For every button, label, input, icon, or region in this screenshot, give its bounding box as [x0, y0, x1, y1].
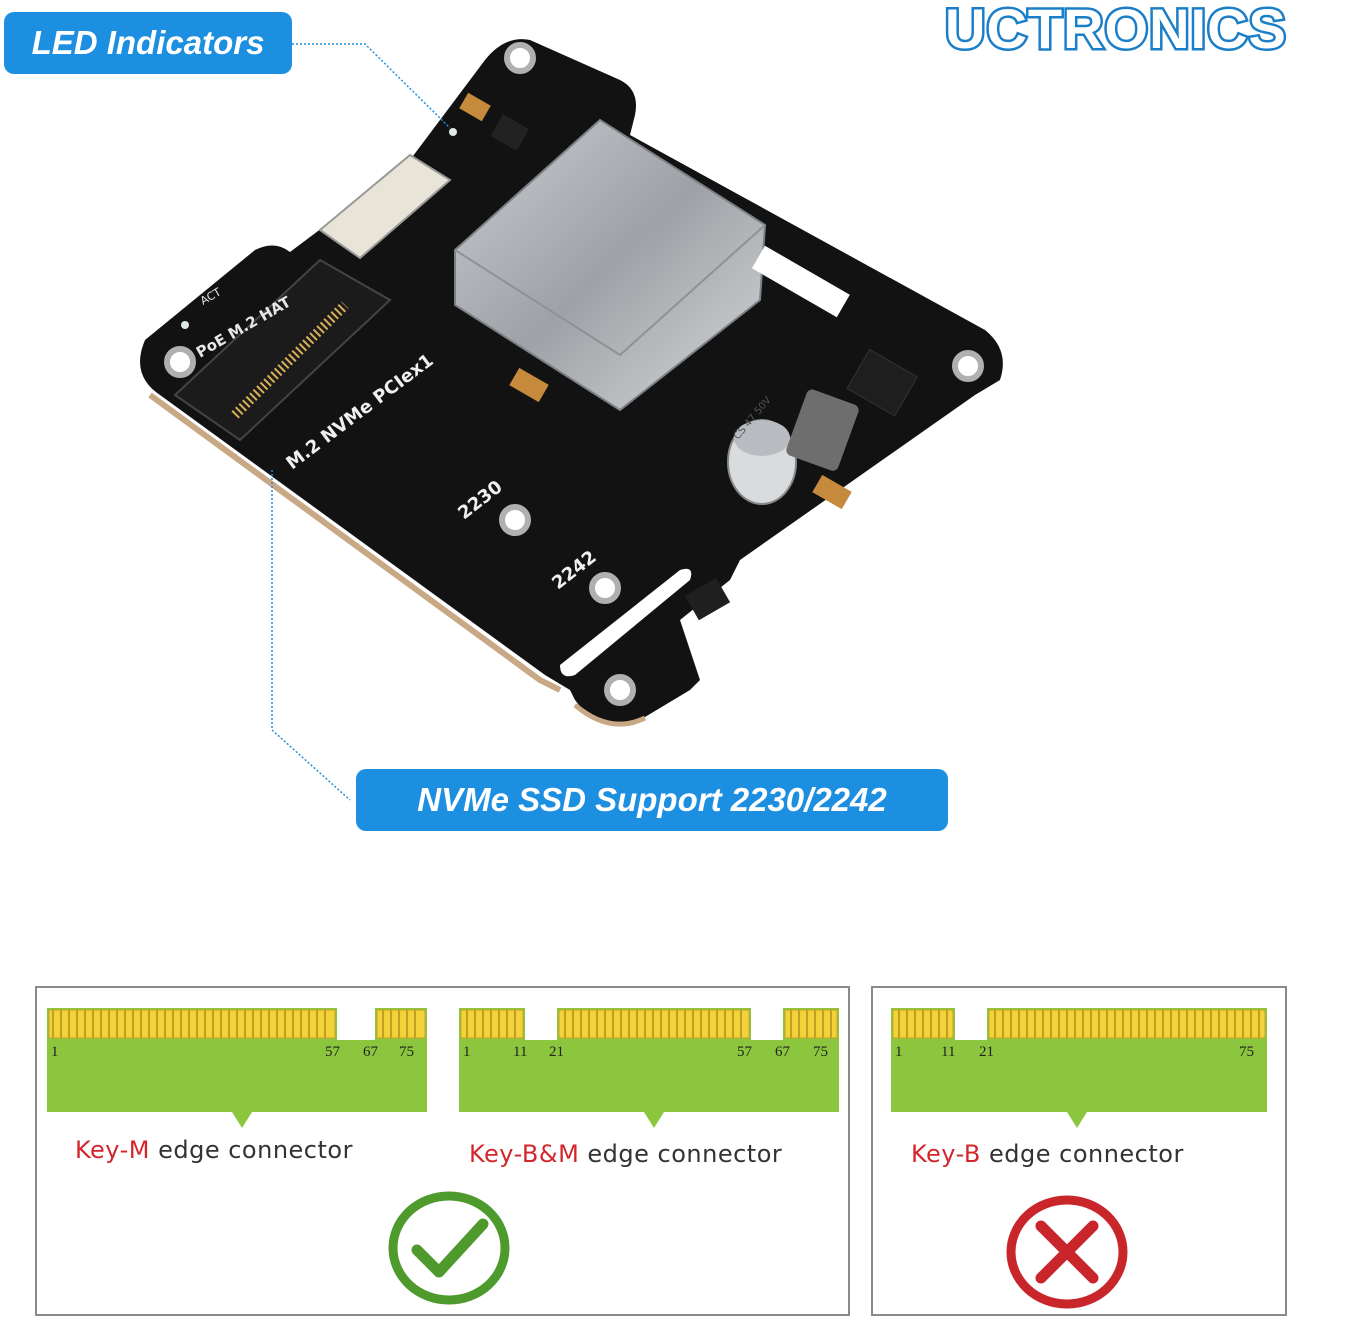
- fpc-connector: [318, 153, 452, 260]
- pin-label: 67: [363, 1044, 378, 1060]
- incompatible-connector-panel: 1 11 21 75 Key-B edge connector: [871, 986, 1287, 1316]
- mount-hole: [952, 350, 984, 382]
- pin-label: 57: [737, 1044, 752, 1060]
- led-indicator: [181, 321, 189, 329]
- nvme-support-callout: NVMe SSD Support 2230/2242: [356, 769, 948, 831]
- key-b-connector: [891, 1008, 1267, 1128]
- pin-label: 75: [813, 1044, 828, 1060]
- poe-m2-hat-board: ACT PoE M.2 HAT M.2 NVMe PCIex1 2230 224…: [140, 39, 1003, 727]
- caption-suffix: edge connector: [149, 1136, 353, 1164]
- brand-logo: UCTRONICS: [943, 0, 1289, 60]
- pin-label: 75: [399, 1044, 414, 1060]
- mount-hole: [604, 674, 636, 706]
- ic-chip: [490, 114, 529, 151]
- caption-suffix: edge connector: [980, 1140, 1184, 1168]
- inductor: [786, 389, 859, 471]
- m2-slot: [173, 258, 392, 442]
- caption-suffix: edge connector: [579, 1140, 783, 1168]
- pin-label: 1: [51, 1044, 59, 1060]
- cross-icon: [1006, 1195, 1128, 1309]
- pin-label: 1: [895, 1044, 903, 1060]
- ic-chip: [846, 348, 918, 417]
- pin-label: 75: [1239, 1044, 1254, 1060]
- pin-label: 67: [775, 1044, 790, 1060]
- key-m-caption: Key-M edge connector: [75, 1136, 353, 1164]
- key-b-caption: Key-B edge connector: [911, 1140, 1184, 1168]
- key-m-label: Key-M: [75, 1136, 150, 1164]
- led-indicator: [449, 128, 457, 136]
- mount-hole: [499, 504, 531, 536]
- check-icon: [388, 1191, 510, 1305]
- key-bm-connector: [459, 1008, 839, 1128]
- compatible-connectors-panel: 1 57 67 75 Key-M edge connector 1 11 21 …: [35, 986, 850, 1316]
- mount-hole: [164, 346, 196, 378]
- mount-hole: [589, 572, 621, 604]
- pin-label: 11: [513, 1044, 528, 1060]
- pin-label: 1: [463, 1044, 471, 1060]
- key-bm-label: Key-B&M: [469, 1140, 580, 1168]
- key-bm-caption: Key-B&M edge connector: [469, 1140, 782, 1168]
- pin-label: 57: [325, 1044, 340, 1060]
- key-m-connector: [47, 1008, 427, 1128]
- mount-hole: [504, 42, 536, 74]
- pin-label: 21: [549, 1044, 564, 1060]
- pin-label: 11: [941, 1044, 956, 1060]
- led-indicators-callout: LED Indicators: [4, 12, 292, 74]
- shield-can: [454, 118, 767, 412]
- key-b-label: Key-B: [911, 1140, 981, 1168]
- pin-label: 21: [979, 1044, 994, 1060]
